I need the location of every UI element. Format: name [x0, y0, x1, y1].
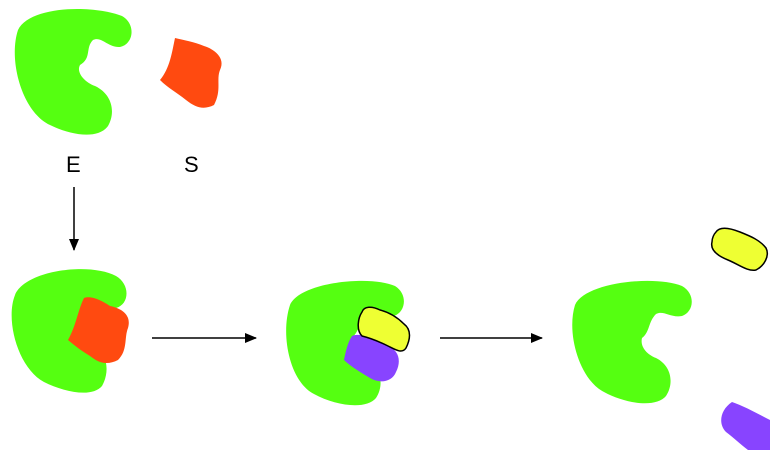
product-a-shape [357, 306, 411, 352]
released-product-b-shape [721, 402, 770, 450]
substrate-label: S [184, 152, 199, 177]
bound-substrate-shape [68, 297, 129, 364]
released-enzyme-shape [572, 280, 692, 404]
enzyme-label: E [66, 152, 81, 177]
enzyme-shape [14, 8, 132, 135]
substrate-shape [160, 38, 222, 108]
product-b-shape [344, 334, 399, 382]
released-product-a-shape [710, 227, 768, 272]
